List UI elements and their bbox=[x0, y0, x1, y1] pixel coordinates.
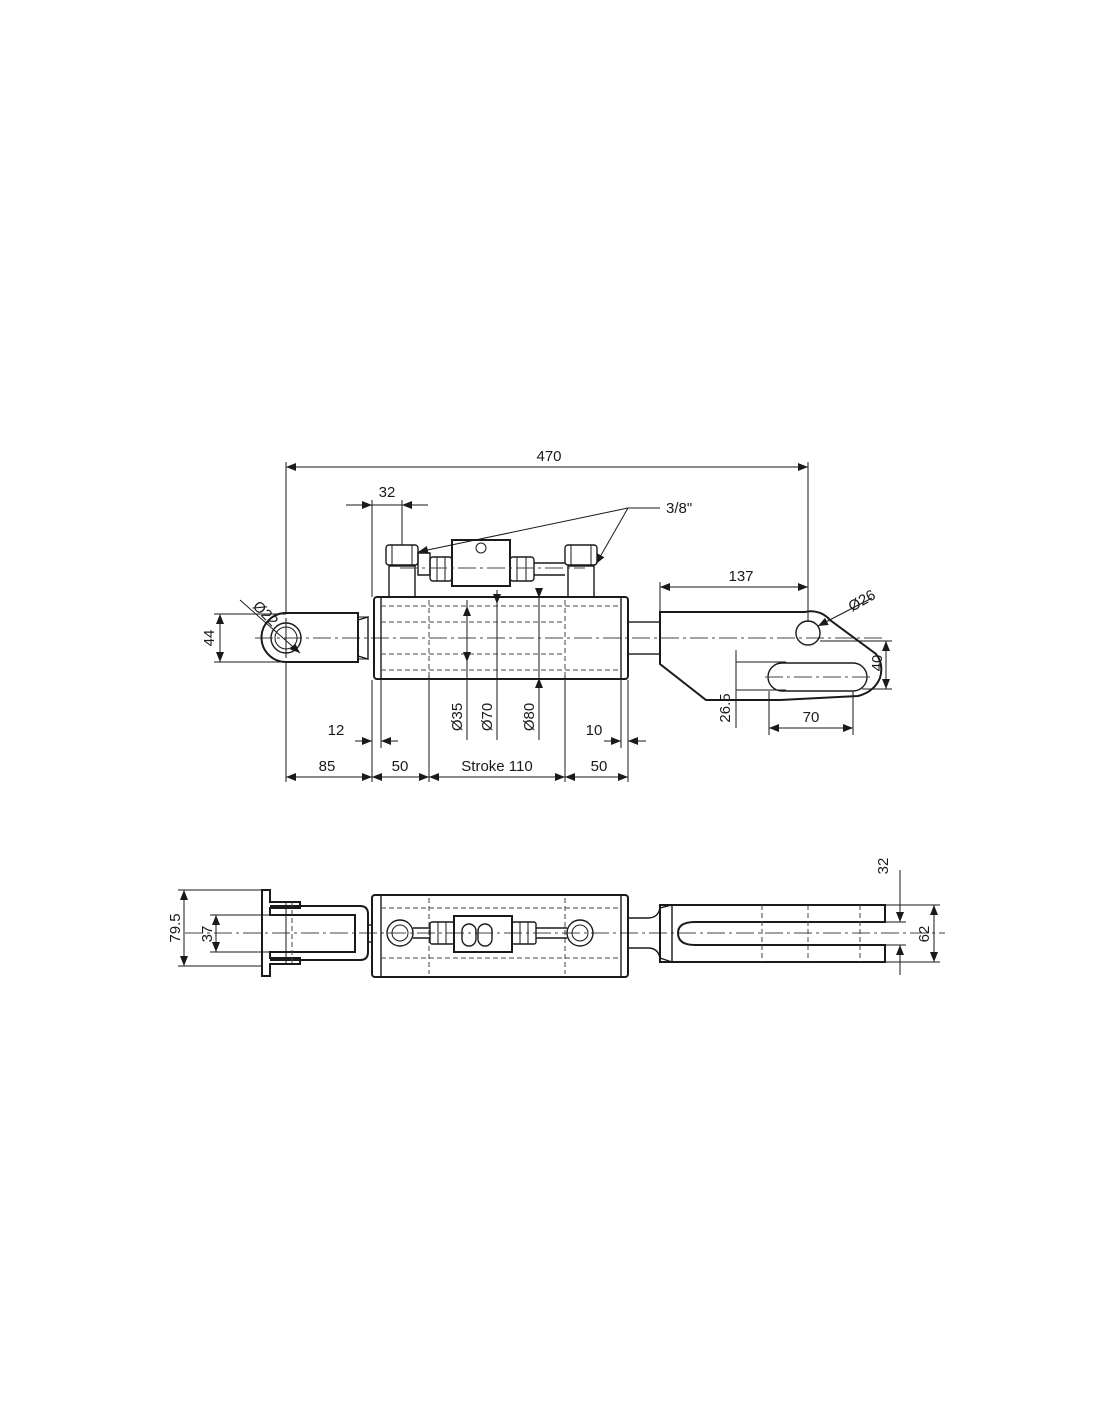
label-26-5: 26.5 bbox=[717, 693, 734, 722]
label-port-thread: 3/8" bbox=[666, 500, 692, 517]
cylinder-body-top bbox=[371, 894, 629, 978]
label-50-right: 50 bbox=[591, 758, 608, 775]
dim-fork-hole: Ø26 bbox=[817, 587, 879, 627]
label-37: 37 bbox=[199, 926, 216, 943]
dim-clevis-outer: 62 bbox=[885, 904, 940, 963]
label-32-port: 32 bbox=[379, 484, 396, 501]
dim-overall-470: 470 bbox=[285, 448, 809, 622]
dim-eye-diameter: Ø22 bbox=[239, 598, 301, 654]
dim-fork-inner: 37 bbox=[199, 914, 270, 953]
dim-slot-offset: 26.5 bbox=[717, 650, 786, 728]
dim-fork-length: 137 bbox=[659, 568, 808, 612]
right-clevis bbox=[628, 904, 886, 963]
label-32-clevis: 32 bbox=[875, 858, 892, 875]
dim-eye-width: 44 bbox=[201, 613, 286, 663]
top-view: 79.5 37 32 62 bbox=[167, 858, 945, 978]
cylinder-body bbox=[373, 596, 629, 680]
label-85: 85 bbox=[319, 758, 336, 775]
dim-slot-height: 40 bbox=[820, 640, 892, 690]
label-fork-hole: Ø26 bbox=[846, 587, 879, 616]
label-rod-diameter: Ø35 bbox=[449, 703, 466, 731]
label-10: 10 bbox=[586, 722, 603, 739]
side-view: 470 32 3/8" Ø22 44 bbox=[201, 448, 892, 782]
label-bore-diameter: Ø70 bbox=[479, 703, 496, 731]
dim-clevis-slot: 32 bbox=[875, 858, 906, 975]
dim-chain: 85 50 Stroke 110 50 bbox=[285, 662, 629, 782]
label-70: 70 bbox=[803, 709, 820, 726]
label-470: 470 bbox=[536, 448, 561, 465]
label-40: 40 bbox=[869, 655, 886, 672]
label-62: 62 bbox=[916, 926, 933, 943]
leader-port-thread: 3/8" bbox=[417, 500, 692, 565]
dim-diameters: Ø35 Ø70 Ø80 bbox=[449, 588, 543, 740]
label-stroke: Stroke 110 bbox=[461, 758, 532, 775]
label-79-5: 79.5 bbox=[167, 913, 184, 942]
dim-fork-outer: 79.5 bbox=[167, 889, 262, 967]
label-137: 137 bbox=[728, 568, 753, 585]
label-50-left: 50 bbox=[392, 758, 409, 775]
rod-and-fork bbox=[627, 610, 883, 701]
label-12: 12 bbox=[328, 722, 345, 739]
dim-port-32: 32 bbox=[346, 484, 428, 597]
label-body-diameter: Ø80 bbox=[521, 703, 538, 731]
dim-slot-length: 70 bbox=[768, 691, 854, 735]
dim-offsets: 12 10 bbox=[328, 722, 646, 745]
left-fork bbox=[261, 889, 372, 977]
label-44: 44 bbox=[201, 630, 218, 647]
valve-assembly bbox=[385, 539, 598, 598]
